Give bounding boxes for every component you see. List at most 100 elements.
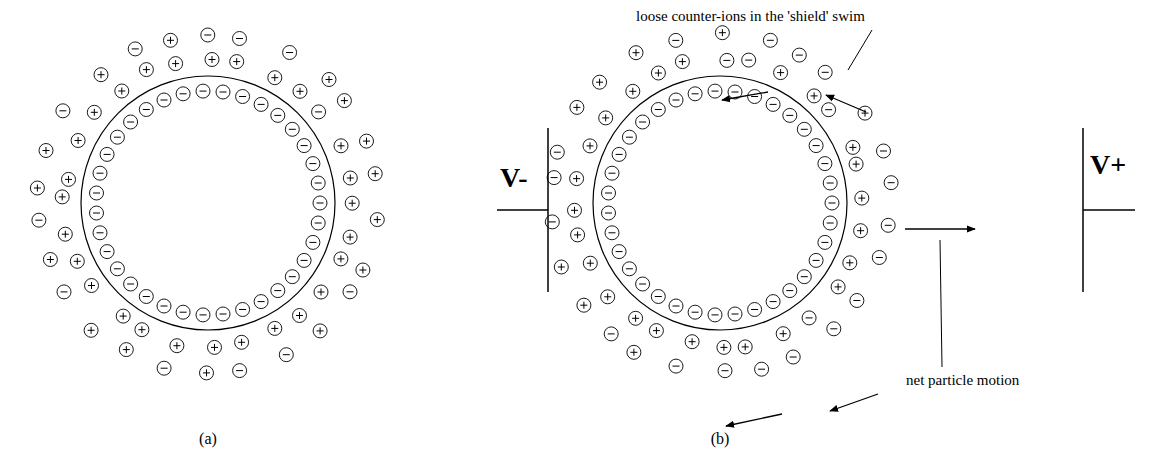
negative-ion — [271, 108, 285, 122]
negative-ion — [233, 32, 247, 46]
negative-ion — [100, 147, 114, 161]
positive-ion — [55, 190, 69, 204]
positive-ion — [313, 324, 327, 338]
negative-ion — [720, 53, 734, 67]
positive-ion — [370, 213, 384, 227]
negative-ion — [236, 303, 250, 317]
positive-ion — [846, 140, 860, 154]
negative-ion — [669, 299, 683, 313]
positive-ion — [314, 285, 328, 299]
positive-ion — [205, 53, 219, 67]
positive-ion — [570, 100, 584, 114]
negative-ion — [312, 105, 326, 119]
positive-ion — [115, 84, 129, 98]
negative-ion — [602, 206, 616, 220]
negative-ion — [797, 122, 811, 136]
positive-ion — [30, 181, 44, 195]
leader-line — [848, 30, 942, 367]
negative-ion — [708, 308, 722, 322]
positive-ion — [337, 94, 351, 108]
positive-ion — [356, 263, 370, 277]
positive-ion — [583, 256, 597, 270]
negative-ion — [157, 93, 171, 107]
positive-ion — [230, 55, 244, 69]
positive-ion — [135, 323, 149, 337]
negative-ion — [809, 253, 823, 267]
ion-cloud — [545, 26, 898, 378]
positive-ion — [70, 254, 84, 268]
positive-ion — [577, 298, 591, 312]
negative-ion — [283, 46, 297, 60]
positive-ion — [322, 73, 336, 87]
positive-ion — [568, 203, 582, 217]
negative-ion — [216, 307, 230, 321]
positive-ion — [58, 227, 72, 241]
negative-ion — [728, 307, 742, 321]
negative-ion — [236, 90, 250, 104]
positive-ion — [629, 311, 643, 325]
positive-ion — [717, 340, 731, 354]
positive-ion — [293, 84, 307, 98]
negative-ion — [233, 364, 247, 378]
negative-ion — [823, 176, 837, 190]
negative-ion — [669, 33, 683, 47]
panel-label: (b) — [711, 430, 730, 448]
negative-ion — [708, 84, 722, 98]
electrode-label: V+ — [1090, 150, 1126, 181]
negative-ion — [196, 308, 210, 322]
negative-ion — [825, 196, 839, 210]
negative-ion — [651, 103, 665, 117]
negative-ion — [850, 294, 864, 308]
positive-ion — [675, 55, 689, 69]
negative-ion — [605, 226, 619, 240]
negative-ion — [279, 348, 293, 362]
negative-ion — [32, 213, 46, 227]
negative-ion — [271, 284, 285, 298]
positive-ion — [293, 309, 307, 323]
particle-outline — [593, 76, 847, 330]
positive-ion — [94, 68, 108, 82]
positive-ion — [599, 111, 613, 125]
positive-ion — [345, 196, 359, 210]
negative-ion — [766, 97, 780, 111]
negative-ion — [311, 176, 325, 190]
negative-ion — [786, 350, 800, 364]
positive-ion — [776, 327, 790, 341]
positive-ion — [601, 290, 615, 304]
electrode-symbol — [497, 128, 548, 292]
positive-ion — [71, 134, 85, 148]
negative-ion — [763, 33, 777, 47]
negative-ion — [124, 115, 138, 129]
positive-ion — [627, 345, 641, 359]
negative-ion — [742, 53, 756, 67]
electrode-symbol — [1083, 128, 1135, 292]
negative-ion — [306, 235, 320, 249]
negative-ion — [651, 290, 665, 304]
positive-ion — [85, 279, 99, 293]
negative-ion — [884, 176, 898, 190]
negative-ion — [157, 361, 171, 375]
negative-ion — [766, 295, 780, 309]
positive-ion — [626, 84, 640, 98]
negative-ion — [93, 226, 107, 240]
negative-ion — [176, 305, 190, 319]
negative-ion — [139, 103, 153, 117]
negative-ion — [176, 87, 190, 101]
negative-ion — [636, 277, 650, 291]
negative-ion — [110, 130, 124, 144]
positive-ion — [849, 157, 863, 171]
positive-ion — [685, 335, 699, 349]
positive-ion — [334, 139, 348, 153]
positive-ion — [116, 309, 130, 323]
negative-ion — [818, 65, 832, 79]
positive-ion — [593, 75, 607, 89]
positive-ion — [629, 46, 643, 60]
negative-ion — [57, 285, 71, 299]
negative-ion — [881, 218, 895, 232]
negative-ion — [285, 270, 299, 284]
negative-ion — [809, 139, 823, 153]
positive-ion — [651, 66, 665, 80]
ion-cloud — [30, 28, 384, 380]
positive-ion — [343, 171, 357, 185]
positive-ion — [807, 89, 821, 103]
